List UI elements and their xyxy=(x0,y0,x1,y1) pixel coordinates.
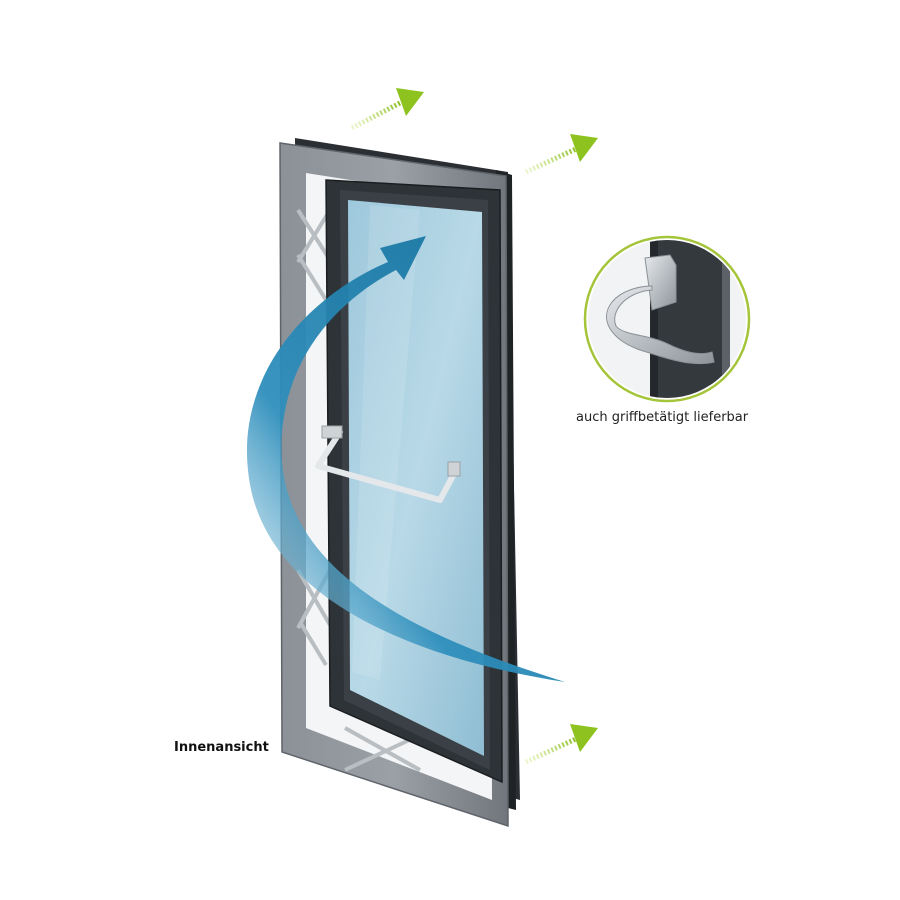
inside-view-caption: Innenansicht xyxy=(174,740,269,755)
handle-bracket-right xyxy=(447,461,461,477)
blue-opening-arrow-icon xyxy=(246,236,566,682)
detail-handle-base xyxy=(644,254,677,311)
green-airflow-arrow-bottom xyxy=(524,724,598,765)
scissor-hinge-left xyxy=(296,208,332,667)
handle-option-caption: auch griffbetätigt lieferbar xyxy=(576,410,749,425)
handle-bracket-left xyxy=(321,425,343,439)
green-airflow-arrow-right-top xyxy=(524,134,598,175)
glass-reflection xyxy=(352,205,420,680)
detail-handle-lever xyxy=(606,285,715,365)
green-airflow-arrow-top xyxy=(350,88,424,131)
window-handle-detail-icon xyxy=(583,235,751,403)
